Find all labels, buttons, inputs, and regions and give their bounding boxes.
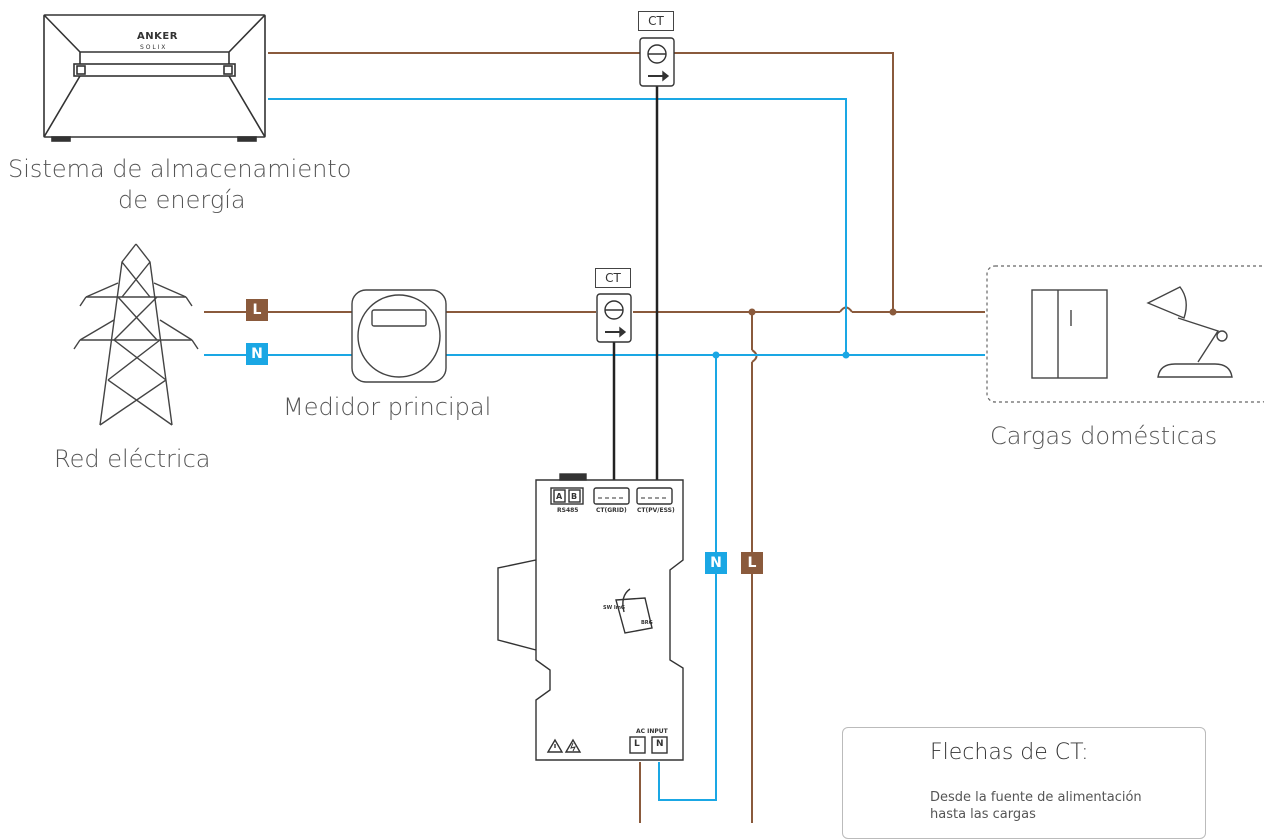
switch-label-2: BRG <box>641 620 653 626</box>
legend-desc-line1: Desde la fuente de alimentación <box>930 790 1142 805</box>
switch-label-1: SW ImG <box>603 605 626 611</box>
legend-desc-line2: hasta las cargas <box>930 807 1036 822</box>
ct-grid-label: CT(GRID) <box>596 507 627 514</box>
rs485-label: RS485 <box>557 507 579 514</box>
terminal-a: A <box>556 492 563 501</box>
meter-label: Medidor principal <box>283 393 492 421</box>
live-wires <box>204 52 985 823</box>
electric-meter-icon <box>351 289 447 383</box>
terminal-l: L <box>634 739 640 749</box>
storage-label-line2: de energía <box>118 186 246 214</box>
ct-label-top: CT <box>638 11 674 31</box>
brand-sub: S O L I X <box>140 44 166 51</box>
loads-label: Cargas domésticas <box>990 422 1218 450</box>
smart-meter-device-icon <box>497 473 684 761</box>
ct-label-middle: CT <box>595 268 631 288</box>
neutral-tag-grid: N <box>246 343 268 365</box>
terminal-b: B <box>571 492 578 501</box>
live-tag-device: L <box>741 552 763 574</box>
loads-boundary <box>986 265 1264 403</box>
refrigerator-icon <box>1031 289 1108 379</box>
live-tag-grid: L <box>246 299 268 321</box>
energy-storage-icon <box>43 14 266 142</box>
brand-name: ANKER <box>137 31 178 42</box>
neutral-tag-device: N <box>705 552 727 574</box>
desk-lamp-icon <box>1146 286 1233 378</box>
junction-dots <box>712 308 897 359</box>
ct-signal-wires <box>612 86 659 480</box>
transmission-tower-icon <box>73 243 199 426</box>
terminal-n: N <box>656 739 664 749</box>
grid-label: Red eléctrica <box>54 445 211 473</box>
ct-clamp-icon-top <box>639 37 675 87</box>
ct-pv-ess-label: CT(PV/ESS) <box>637 507 675 514</box>
ac-input-label: AC INPUT <box>636 728 668 735</box>
ct-arrow-legend: Flechas de CT: Desde la fuente de alimen… <box>842 727 1206 839</box>
ct-clamp-icon-middle <box>596 293 632 343</box>
storage-label-line1: Sistema de almacenamiento <box>8 155 352 183</box>
legend-description: Desde la fuente de alimentación hasta la… <box>930 789 1200 823</box>
legend-title: Flechas de CT: <box>930 740 1089 765</box>
